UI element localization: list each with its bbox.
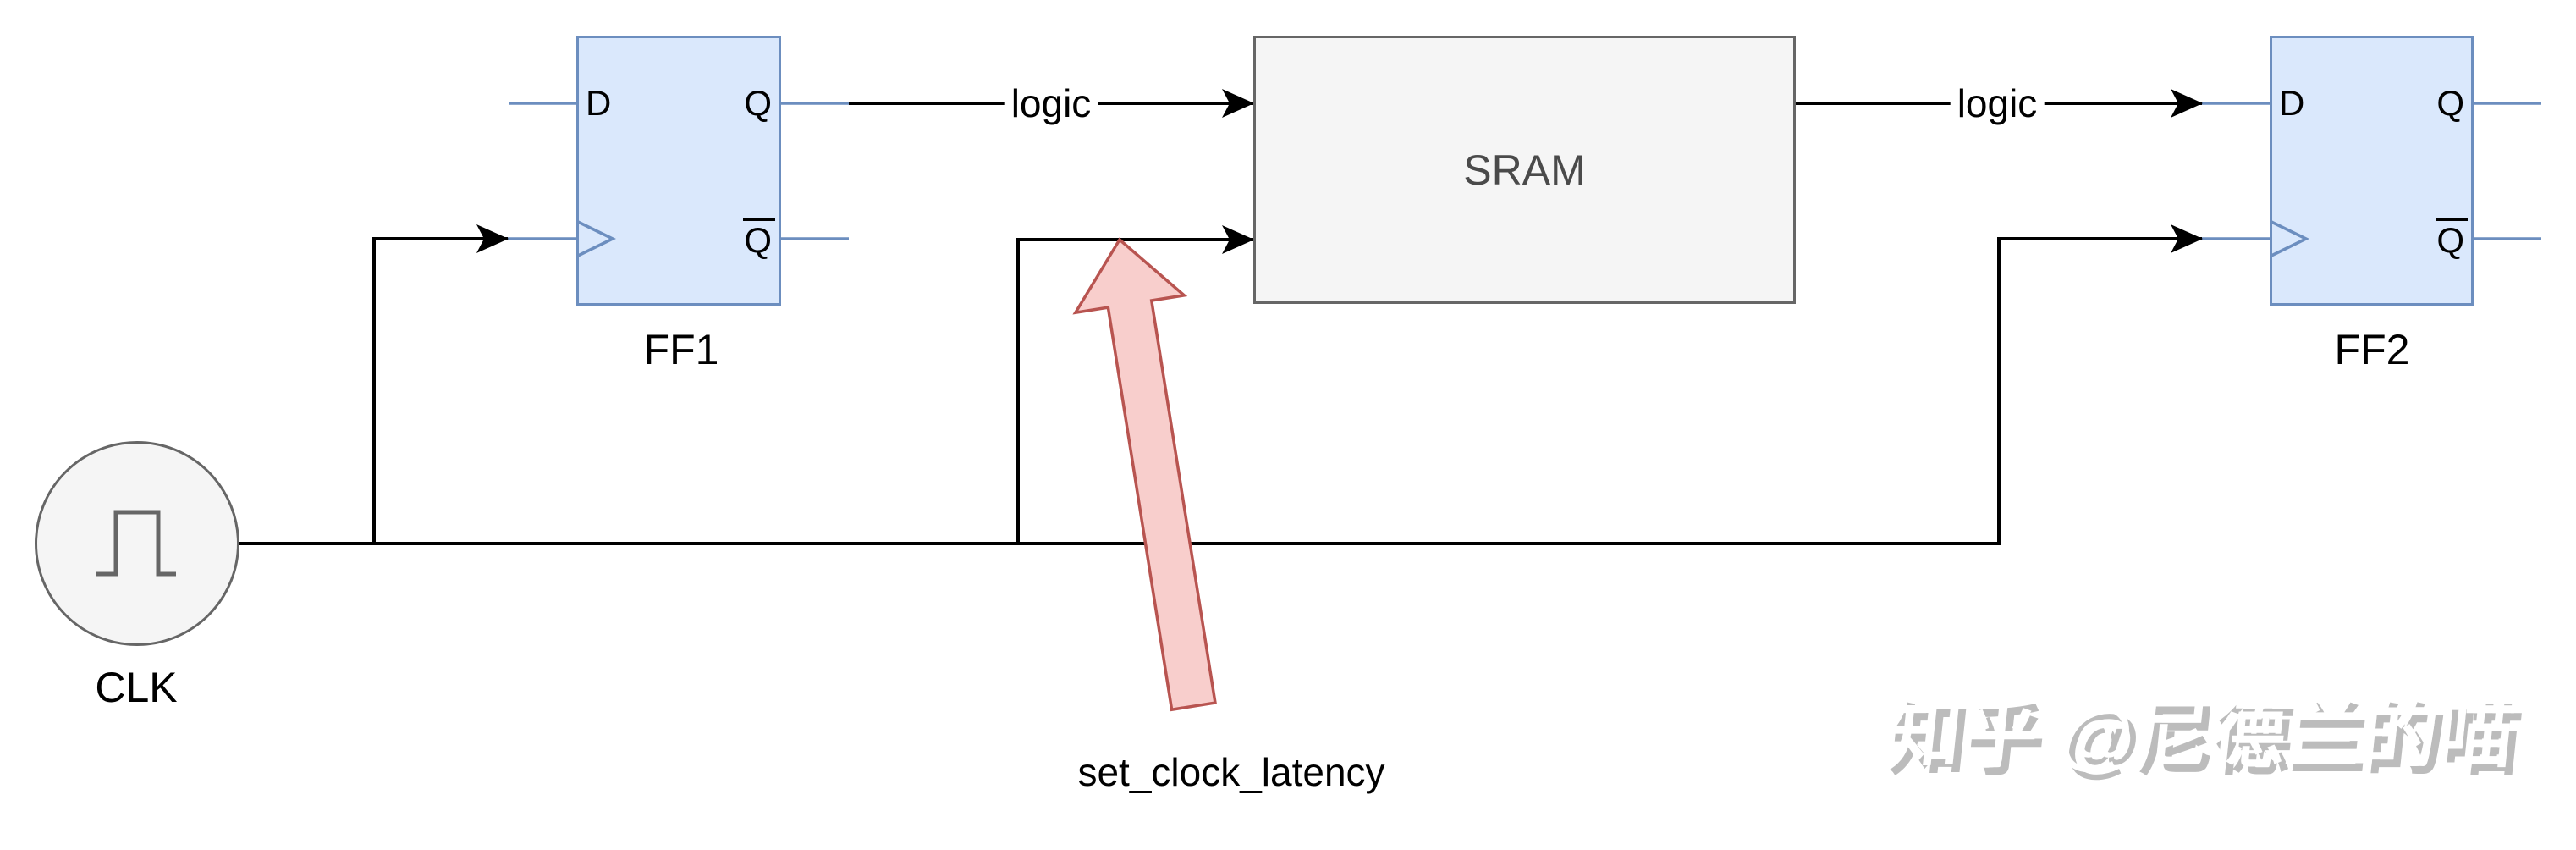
ff2-block: D Q Q (2270, 36, 2474, 306)
ff1-port-d: D (586, 83, 612, 123)
ff1-port-q: Q (744, 83, 772, 123)
ff2-qn-overline (2436, 218, 2468, 221)
ff2-port-d: D (2279, 83, 2305, 123)
ff2-label: FF2 (2334, 326, 2410, 373)
red-annotation-arrow-icon (1072, 237, 1217, 712)
clk-source (35, 441, 239, 646)
logic-label-right: logic (1950, 82, 2045, 124)
ff1-block: D Q Q (576, 36, 781, 306)
clk-label: CLK (95, 664, 178, 711)
logic-label-left: logic (1004, 82, 1098, 124)
set-clock-latency-label: set_clock_latency (1077, 750, 1385, 794)
ff2-clock-edge-icon (2271, 220, 2309, 257)
clock-pulse-icon (96, 510, 176, 577)
clock-trunk-to-ff2 (239, 224, 2203, 545)
sram-block: SRAM (1253, 36, 1796, 304)
ff2-port-q: Q (2436, 83, 2464, 123)
sram-label: SRAM (1463, 146, 1586, 194)
ff1-qn-overline (743, 218, 775, 221)
clock-branch-sram (1016, 225, 1254, 544)
clock-branch-ff1 (372, 224, 509, 544)
ff2-port-qn: Q (2436, 220, 2464, 260)
ff1-label: FF1 (643, 326, 719, 373)
ff1-port-qn: Q (744, 220, 772, 260)
ff1-clock-edge-icon (577, 220, 616, 257)
watermark: 知乎 @尼德兰的喵 (1880, 693, 2519, 777)
